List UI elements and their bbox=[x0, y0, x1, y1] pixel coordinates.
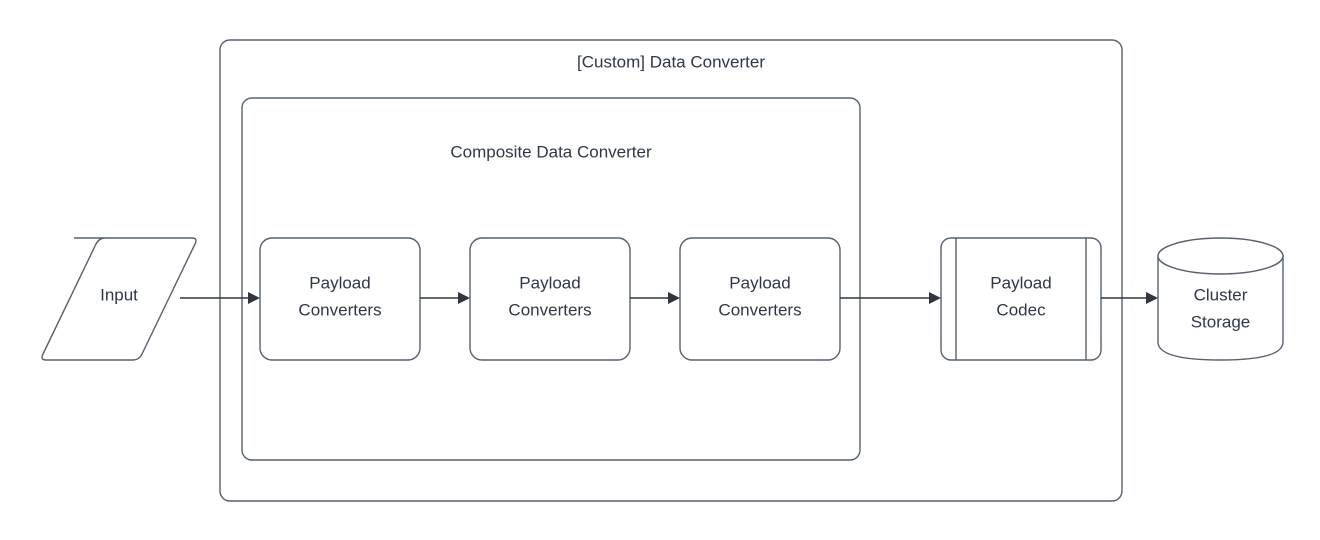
payload-converters-2-label-line1: Payload bbox=[519, 273, 580, 292]
cluster-storage-label-line1: Cluster bbox=[1194, 285, 1248, 304]
composite-data-converter-label: Composite Data Converter bbox=[450, 142, 652, 161]
payload-codec-label-line2: Codec bbox=[996, 300, 1046, 319]
payload-converters-1-label-line1: Payload bbox=[309, 273, 370, 292]
edge-input-to-payload-converters-1 bbox=[180, 292, 260, 304]
node-payload-converters-2[interactable]: Payload Converters bbox=[469, 237, 631, 361]
edge-input-arrowhead bbox=[248, 292, 260, 304]
payload-converters-2-label-line2: Converters bbox=[508, 300, 591, 319]
node-payload-converters-3[interactable]: Payload Converters bbox=[679, 237, 841, 361]
payload-converters-3-label-line1: Payload bbox=[729, 273, 790, 292]
payload-codec-label-line1: Payload bbox=[990, 273, 1051, 292]
edge-payload-converters-3-to-payload-codec bbox=[840, 292, 941, 304]
node-payload-converters-1[interactable]: Payload Converters bbox=[259, 237, 421, 361]
edge-pc2-pc3-arrowhead bbox=[668, 292, 680, 304]
composite-data-converter-border bbox=[241, 97, 861, 461]
payload-converters-3-shape bbox=[679, 237, 841, 361]
custom-data-converter-label: [Custom] Data Converter bbox=[577, 52, 765, 71]
edge-payload-converters-2-to-3 bbox=[630, 292, 680, 304]
payload-converters-1-label-line2: Converters bbox=[298, 300, 381, 319]
edge-pc1-pc2-arrowhead bbox=[458, 292, 470, 304]
edge-codec-storage-arrowhead bbox=[1146, 292, 1158, 304]
cluster-storage-label-line2: Storage bbox=[1191, 312, 1251, 331]
container-custom-data-converter[interactable]: [Custom] Data Converter bbox=[219, 39, 1123, 502]
cluster-storage-top-ellipse bbox=[1157, 237, 1284, 275]
edge-payload-converters-1-to-2 bbox=[420, 292, 470, 304]
payload-converters-3-label-line2: Converters bbox=[718, 300, 801, 319]
container-composite-data-converter[interactable]: Composite Data Converter bbox=[241, 97, 861, 461]
node-payload-codec[interactable]: Payload Codec bbox=[940, 237, 1102, 361]
edge-pc3-codec-arrowhead bbox=[929, 292, 941, 304]
node-input[interactable]: Input bbox=[41, 237, 197, 361]
payload-converters-2-shape bbox=[469, 237, 631, 361]
input-label: Input bbox=[100, 285, 138, 304]
custom-data-converter-border bbox=[219, 39, 1123, 502]
cluster-storage-body bbox=[1157, 255, 1284, 361]
input-parallelogram-shape bbox=[41, 237, 197, 361]
node-cluster-storage[interactable]: Cluster Storage bbox=[1157, 237, 1284, 361]
payload-converters-1-shape bbox=[259, 237, 421, 361]
payload-codec-shape bbox=[940, 237, 1102, 361]
edge-payload-codec-to-cluster-storage bbox=[1101, 292, 1158, 304]
